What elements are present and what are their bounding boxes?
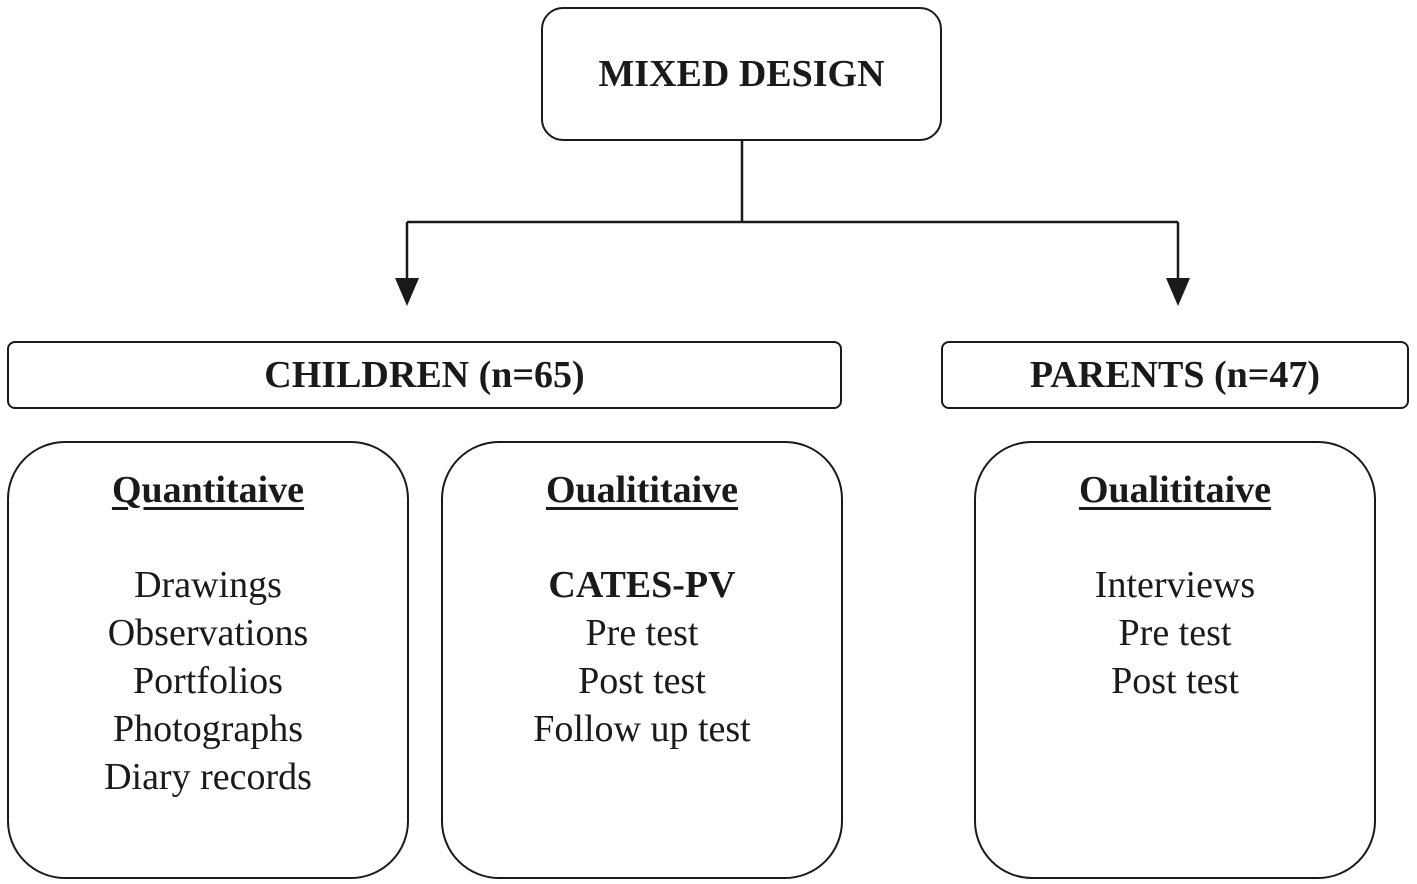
method-item: Pre test bbox=[1118, 612, 1232, 654]
arrow-down-icon bbox=[1166, 278, 1190, 306]
method-list: Interviews Pre test Post test bbox=[976, 561, 1374, 705]
parents-qualitative-panel: Oualititaive Interviews Pre test Post te… bbox=[974, 441, 1376, 879]
method-item: Pre test bbox=[585, 612, 699, 654]
method-item: Portfolios bbox=[133, 660, 283, 702]
arrow-down-icon bbox=[395, 278, 419, 306]
children-quantitative-panel: Quantitaive Drawings Observations Portfo… bbox=[7, 441, 409, 879]
group-children-label: CHILDREN (n=65) bbox=[264, 354, 585, 396]
panel-heading: Oualititaive bbox=[545, 469, 739, 511]
method-item: Photographs bbox=[113, 708, 303, 750]
instrument-name: CATES-PV bbox=[548, 564, 736, 606]
root-label: MIXED DESIGN bbox=[598, 53, 885, 95]
method-item: Diary records bbox=[104, 756, 312, 798]
method-list: Drawings Observations Portfolios Photogr… bbox=[9, 561, 407, 801]
group-children-header: CHILDREN (n=65) bbox=[7, 341, 842, 409]
group-parents-header: PARENTS (n=47) bbox=[941, 341, 1409, 409]
panel-heading: Oualititaive bbox=[1078, 469, 1272, 511]
method-item: Observations bbox=[107, 612, 309, 654]
method-item: Interviews bbox=[1094, 564, 1256, 606]
method-item: Follow up test bbox=[533, 708, 751, 750]
children-qualitative-panel: Oualititaive CATES-PV Pre test Post test… bbox=[441, 441, 843, 879]
root-node-mixed-design: MIXED DESIGN bbox=[541, 7, 942, 141]
group-parents-label: PARENTS (n=47) bbox=[1029, 354, 1321, 396]
method-list: CATES-PV Pre test Post test Follow up te… bbox=[443, 561, 841, 753]
panel-heading: Quantitaive bbox=[111, 469, 305, 511]
method-item: Post test bbox=[578, 660, 706, 702]
method-item: Post test bbox=[1111, 660, 1239, 702]
method-item: Drawings bbox=[134, 564, 282, 606]
